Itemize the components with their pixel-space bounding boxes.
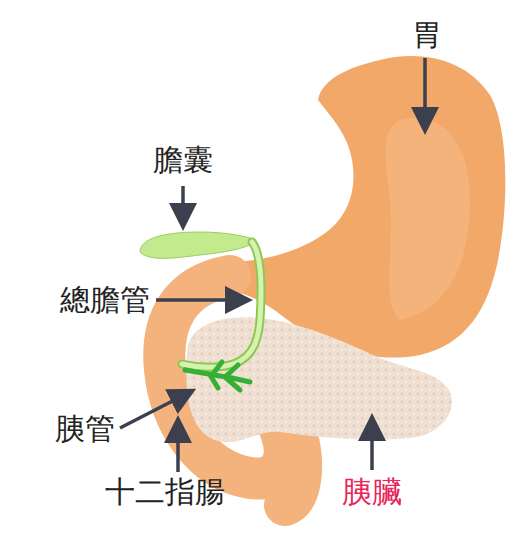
stomach-highlight [386,118,470,320]
common-bile-duct [182,242,261,367]
part-label: 膽囊 [153,143,213,176]
part-label: 十二指腸 [105,475,225,508]
stomach [225,56,505,358]
leader-arrows [120,58,425,472]
gallbladder [140,232,256,258]
part-label: 胰管 [55,412,115,445]
common-bile-duct-inner [182,242,261,367]
part-label: 胰臟 [342,475,402,508]
part-label: 胃 [412,18,442,51]
part-label: 總膽管 [60,283,150,316]
pancreatic-duct [185,362,250,390]
